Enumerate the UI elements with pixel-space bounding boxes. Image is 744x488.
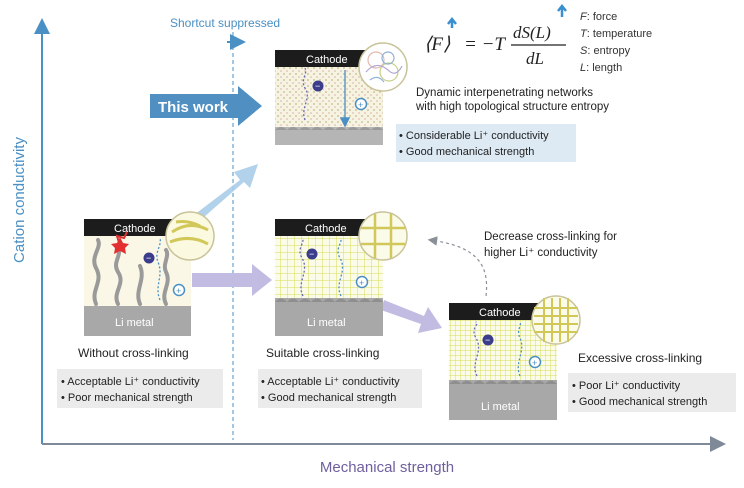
equation-numerator: dS(L) bbox=[513, 23, 551, 42]
right-bullet-1: • Poor Li⁺ conductivity bbox=[572, 380, 681, 392]
right-cation-sign: + bbox=[532, 358, 537, 368]
panel-this-work: Cathode − + Dynamic interpenetrating net… bbox=[275, 42, 609, 162]
right-cathode bbox=[449, 303, 557, 320]
annotation-line2: higher Li⁺ conductivity bbox=[484, 247, 598, 259]
top-cation-sign: + bbox=[358, 100, 363, 110]
top-ion-path bbox=[302, 67, 308, 121]
left-cathode bbox=[84, 219, 191, 236]
middle-cation-sign: + bbox=[359, 278, 364, 288]
arrow-to-excessive bbox=[381, 300, 442, 333]
x-axis-label: Mechanical strength bbox=[320, 459, 454, 476]
left-cation-path bbox=[156, 237, 161, 301]
annotation-line1: Decrease cross-linking for bbox=[484, 231, 617, 243]
annotation-dashed-arrow bbox=[427, 236, 488, 297]
legend-item-temperature: T: temperature bbox=[580, 28, 652, 40]
symbol-legend: F: force T: temperature S: entropy L: le… bbox=[580, 11, 652, 74]
middle-anode-label: Li metal bbox=[307, 317, 346, 329]
top-bullet-1: • Considerable Li⁺ conductivity bbox=[399, 130, 549, 142]
top-li-metal bbox=[275, 127, 383, 145]
right-anion-sign: − bbox=[485, 335, 490, 345]
arrow-to-this-work bbox=[190, 164, 258, 224]
equation-lhs: ⟨F⟩ bbox=[424, 34, 451, 55]
top-caption-line1: Dynamic interpenetrating networks bbox=[416, 87, 593, 99]
linear-polymer-chains bbox=[92, 238, 170, 306]
right-anion-icon bbox=[482, 334, 494, 346]
panel-suitable-cross-linking: Cathode − + Li metal Suitable cross-link… bbox=[258, 211, 422, 408]
top-anion-sign: − bbox=[315, 81, 320, 91]
left-zoom-circle bbox=[165, 211, 215, 261]
top-bullet-2: • Good mechanical strength bbox=[399, 146, 534, 158]
right-title: Excessive cross-linking bbox=[578, 351, 702, 365]
panel-without-cross-linking: Cathode − + Li metal Without cross-linki… bbox=[57, 211, 223, 408]
middle-title: Suitable cross-linking bbox=[266, 346, 379, 360]
left-anion-sign: − bbox=[146, 253, 151, 263]
top-cathode-label: Cathode bbox=[306, 54, 348, 66]
middle-li-surface bbox=[275, 298, 383, 302]
equation-denominator: dL bbox=[526, 49, 544, 68]
middle-bullet-1: • Acceptable Li⁺ conductivity bbox=[261, 376, 400, 388]
left-cathode-label: Cathode bbox=[114, 223, 156, 235]
right-ion-path bbox=[473, 321, 480, 377]
force-up-arrow-icon bbox=[447, 16, 457, 28]
top-property-box bbox=[396, 124, 576, 162]
fine-mesh-icon bbox=[534, 298, 578, 342]
left-bullet-2: • Poor mechanical strength bbox=[61, 392, 193, 404]
legend-item-length: L: length bbox=[580, 62, 622, 74]
equation-eq: = −T bbox=[464, 34, 506, 55]
legend-item-entropy: S: entropy bbox=[580, 45, 631, 57]
linear-chain-zoom-icon bbox=[169, 220, 209, 246]
right-cathode-label: Cathode bbox=[479, 307, 521, 319]
left-anode-label: Li metal bbox=[115, 317, 154, 329]
this-work-arrow: This work bbox=[150, 86, 262, 126]
legend-item-force: F: force bbox=[580, 11, 617, 23]
right-anode-label: Li metal bbox=[481, 401, 520, 413]
y-axis-label: Cation conductivity bbox=[11, 137, 28, 263]
middle-bullet-2: • Good mechanical strength bbox=[261, 392, 396, 404]
left-anion-icon bbox=[143, 252, 155, 264]
left-bullet-1: • Acceptable Li⁺ conductivity bbox=[61, 376, 200, 388]
middle-anion-sign: − bbox=[309, 249, 314, 259]
left-cation-sign: + bbox=[176, 286, 181, 296]
arrow-to-suitable bbox=[192, 264, 272, 296]
left-property-box bbox=[57, 369, 223, 408]
right-li-surface bbox=[449, 380, 557, 384]
top-cation-icon bbox=[354, 97, 368, 111]
right-zoom-circle bbox=[531, 295, 581, 345]
entangled-network-icon bbox=[365, 51, 403, 83]
left-cation-icon bbox=[172, 283, 186, 297]
left-short-circuit-icon bbox=[111, 237, 129, 254]
right-property-box bbox=[568, 373, 736, 412]
right-li-metal bbox=[449, 380, 557, 420]
entropy-up-arrow-icon bbox=[557, 3, 567, 17]
middle-property-box bbox=[258, 369, 422, 408]
top-anion-icon bbox=[312, 80, 324, 92]
right-bullet-2: • Good mechanical strength bbox=[572, 396, 707, 408]
middle-li-metal bbox=[275, 298, 383, 336]
shortcut-label: Shortcut suppressed bbox=[170, 16, 280, 30]
top-li-surface bbox=[275, 127, 383, 130]
middle-cation-icon bbox=[355, 275, 369, 289]
left-li-metal bbox=[84, 306, 191, 336]
top-caption-line2: with high topological structure entropy bbox=[415, 101, 609, 113]
coarse-mesh-icon bbox=[361, 214, 405, 258]
right-cation-icon bbox=[528, 355, 542, 369]
middle-anion-icon bbox=[306, 248, 318, 260]
middle-cathode-label: Cathode bbox=[305, 223, 347, 235]
top-cathode bbox=[275, 50, 383, 67]
entropy-equation: ⟨F⟩ = −T dS(L) dL bbox=[424, 3, 567, 68]
panel-excessive-cross-linking: Cathode − + Li metal Excessive cross-lin… bbox=[449, 295, 736, 420]
this-work-label: This work bbox=[158, 99, 229, 116]
middle-cathode bbox=[275, 219, 383, 236]
left-title: Without cross-linking bbox=[78, 346, 189, 360]
middle-zoom-circle bbox=[358, 211, 408, 261]
